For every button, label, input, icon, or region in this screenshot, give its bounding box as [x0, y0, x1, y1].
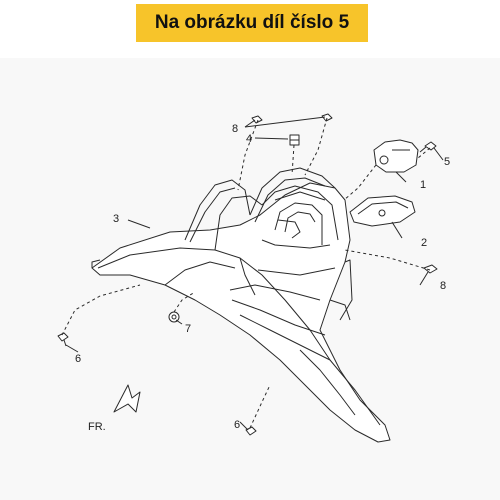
callout-1: 1 — [420, 179, 426, 191]
clip-parts-8-top — [251, 113, 333, 124]
banner-title: Na obrázku díl číslo 5 — [154, 12, 350, 33]
clip-part-8-right — [423, 264, 438, 274]
screw-part-6-left — [57, 332, 69, 347]
callout-8-top: 8 — [232, 123, 238, 135]
callout-4: 4 — [246, 133, 252, 145]
callout-2: 2 — [421, 237, 427, 249]
title-banner: Na obrázku díl číslo 5 — [136, 4, 368, 42]
callout-8-right: 8 — [440, 280, 446, 292]
rear-fender-part — [91, 167, 391, 443]
front-direction-arrow-icon — [113, 384, 141, 413]
callout-lines — [65, 116, 444, 431]
reflector-part — [349, 195, 416, 227]
callout-6-bottom: 6 — [234, 419, 240, 431]
front-direction-label: FR. — [88, 421, 106, 433]
callout-3: 3 — [113, 213, 119, 225]
screw-part-5 — [419, 141, 437, 153]
reflector-bracket-part — [373, 139, 419, 173]
callout-6-left: 6 — [75, 353, 81, 365]
callout-5: 5 — [444, 156, 450, 168]
nut-part-4 — [289, 134, 300, 146]
screw-part-6-bottom — [245, 426, 257, 436]
callout-7: 7 — [185, 323, 191, 335]
leader-lines — [61, 117, 431, 429]
